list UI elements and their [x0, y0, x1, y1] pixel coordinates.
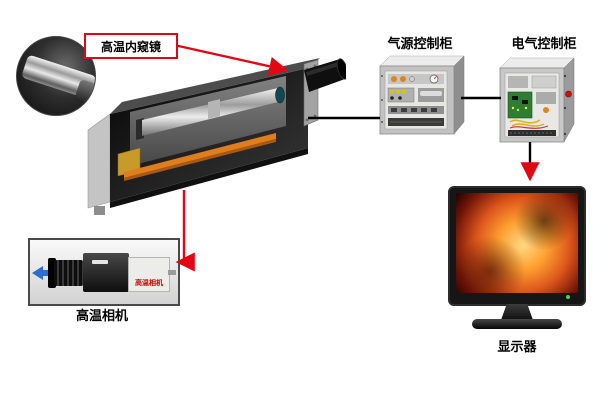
air-cabinet-label: 气源控制柜: [387, 36, 453, 51]
board-led: [511, 106, 515, 110]
monitor-label: 显示器: [497, 339, 537, 354]
manifold-slot: [401, 108, 407, 112]
valve-knob-small: [390, 96, 394, 100]
probe-tube-collar: [208, 99, 220, 119]
left-arrow-tail: [42, 270, 49, 276]
circuit-board: [507, 91, 533, 119]
manifold-slot: [391, 108, 397, 112]
guide-rail: [124, 133, 276, 178]
machine-foot: [94, 206, 105, 215]
regulator-knob: [400, 76, 406, 82]
wire-yellow: [511, 123, 545, 127]
electric-cabinet-door: [563, 57, 575, 143]
instrument-row: [388, 74, 444, 84]
monitor-stand-neck: [501, 304, 533, 320]
hinge: [563, 106, 567, 110]
hinge: [381, 75, 383, 77]
lens-front: [336, 58, 346, 80]
power-supply: [508, 76, 528, 88]
electric-cabinet-top: [499, 57, 575, 69]
power-led: [566, 295, 570, 299]
probe-tube-end: [275, 86, 285, 104]
emergency-stop-button: [565, 90, 572, 98]
camera-body: [83, 253, 129, 292]
camera-logo-mark: [92, 260, 108, 264]
camera-photo: 高温相机: [28, 238, 180, 306]
hinge: [563, 132, 567, 136]
monitor-illustration: [448, 186, 588, 336]
controller-module: [531, 75, 557, 89]
electric-cabinet-illustration: [499, 57, 575, 143]
camera-lens-barrel: [54, 260, 84, 286]
endoscope-photo: [16, 36, 96, 116]
camera-lens-ring: [48, 258, 56, 288]
camera-label: 高温相机: [75, 308, 128, 323]
board-led: [516, 108, 520, 112]
valve-knob-small: [398, 96, 402, 100]
filter-cylinder: [420, 91, 442, 96]
endoscope-label: 高温内窥镜: [100, 39, 161, 54]
air-cabinet-top: [379, 55, 465, 67]
chip: [522, 100, 528, 104]
wire-yellow: [509, 119, 541, 124]
manifold-slot: [421, 108, 427, 112]
relay-block: [536, 92, 556, 104]
fitting: [396, 90, 400, 93]
air-cabinet-illustration: [379, 55, 465, 135]
air-cabinet-side: [453, 55, 465, 135]
indicator-lamp: [543, 107, 549, 113]
board-led: [524, 106, 528, 110]
monitor-screen-furnace-image: [456, 193, 578, 293]
wire-red: [509, 125, 549, 129]
monitor-stand-base: [472, 319, 562, 329]
fitting: [402, 90, 406, 93]
machine-bottom-face: [110, 148, 308, 208]
camera-rear-housing: [128, 257, 170, 292]
flange-bolt: [305, 118, 309, 122]
machine-top-face: [110, 58, 320, 114]
gauge-needle: [433, 76, 437, 80]
machine-left-face: [87, 113, 111, 209]
hinge: [563, 74, 567, 78]
hinge: [381, 121, 383, 123]
lens-highlight: [306, 62, 339, 76]
regulator-knob: [391, 76, 397, 82]
chip: [512, 96, 518, 100]
electric-cabinet-label: 电气控制柜: [511, 36, 577, 51]
manifold-slot: [431, 108, 437, 112]
endoscope-machine-illustration: [87, 58, 346, 215]
hinge: [381, 99, 383, 101]
camera-cable: [168, 270, 176, 275]
manifold-slot: [411, 108, 417, 112]
valve-block: [387, 87, 415, 103]
valve-knob: [409, 76, 415, 82]
endoscope-callout: 高温内窥镜: [84, 33, 178, 59]
fitting: [390, 90, 394, 93]
guide-rail-shadow: [124, 139, 276, 181]
camera-model-text: 高温相机: [135, 280, 163, 287]
left-arrow-icon: [32, 266, 43, 280]
flange-bolt: [313, 114, 317, 118]
